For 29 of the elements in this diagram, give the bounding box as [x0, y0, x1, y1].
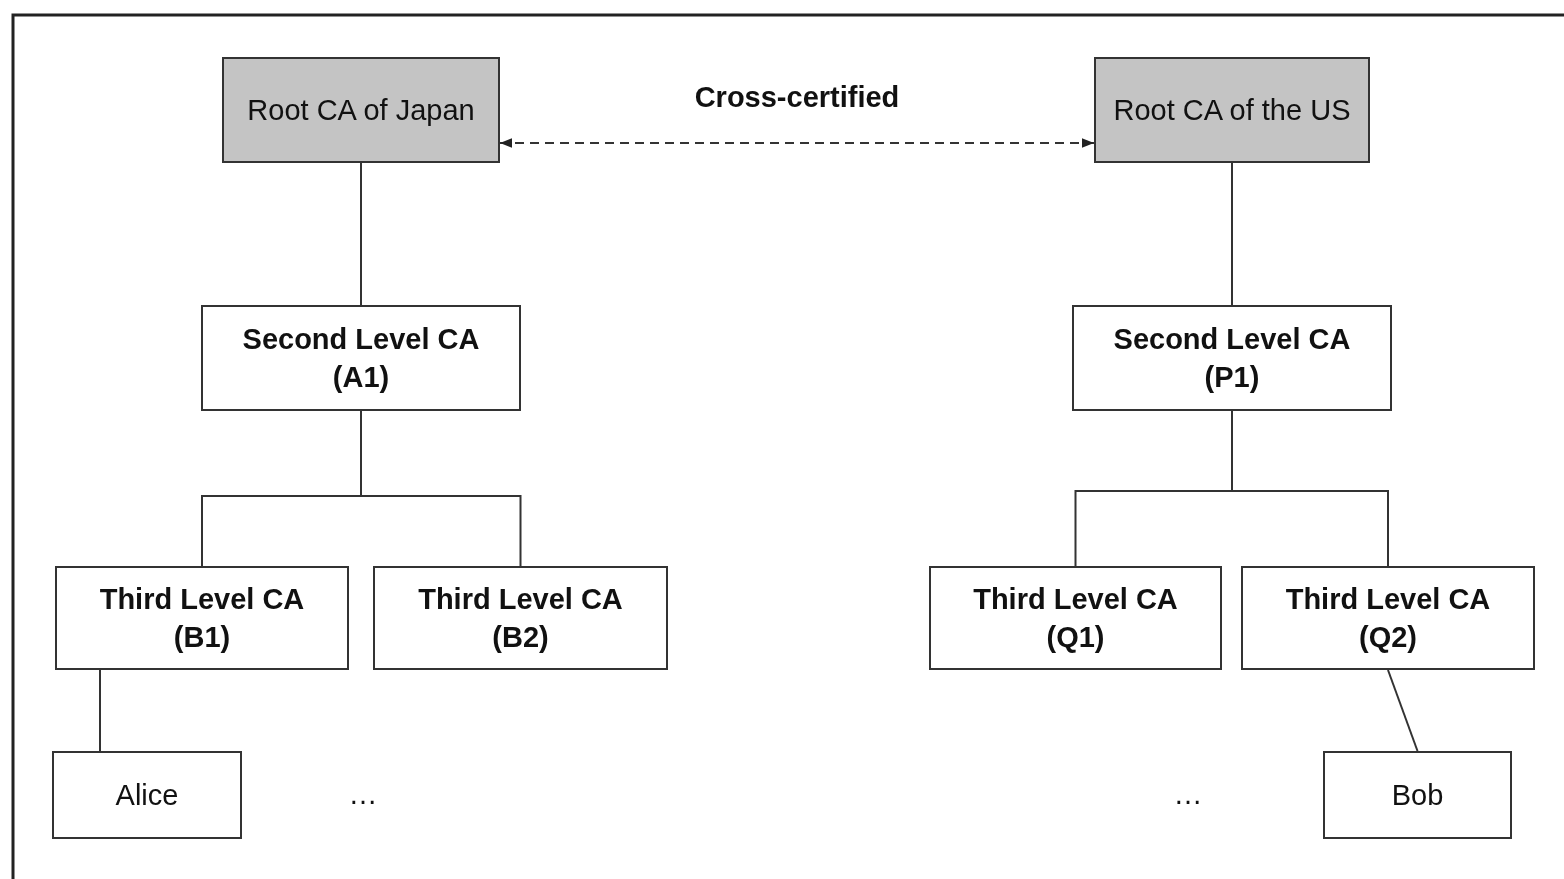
node-label: Second Level CA (A1) — [241, 322, 481, 395]
arrow — [499, 138, 1095, 148]
ca-box — [929, 566, 1222, 670]
ca-box — [1241, 566, 1535, 670]
node-label: Bob — [1390, 778, 1445, 813]
node-label: Root CA of the US — [1112, 93, 1352, 128]
node-label: Third Level CA (Q1) — [972, 582, 1179, 655]
connector-line — [99, 669, 101, 752]
connector-line — [1231, 410, 1389, 567]
ca-box — [201, 305, 521, 411]
connector-line — [1387, 669, 1419, 752]
ca-box — [55, 566, 349, 670]
ellipsis-text: … — [348, 778, 378, 811]
ca-box — [1072, 305, 1392, 411]
node-label: Third Level CA (B1) — [98, 582, 306, 655]
connector-line — [1231, 162, 1233, 306]
node-label: Root CA of Japan — [246, 93, 476, 128]
node-label: Third Level CA (B2) — [417, 582, 624, 655]
ca-box — [1323, 751, 1512, 839]
ellipsis-text: … — [1173, 778, 1203, 811]
connector-line — [360, 410, 522, 567]
node-label: Third Level CA (Q2) — [1284, 582, 1492, 655]
node-label: Alice — [114, 778, 180, 813]
ca-box — [373, 566, 668, 670]
root-ca-box — [222, 57, 500, 163]
node-label: Second Level CA (P1) — [1112, 322, 1352, 395]
root-ca-box — [1094, 57, 1370, 163]
ca-box — [52, 751, 242, 839]
connector-line — [360, 162, 362, 306]
